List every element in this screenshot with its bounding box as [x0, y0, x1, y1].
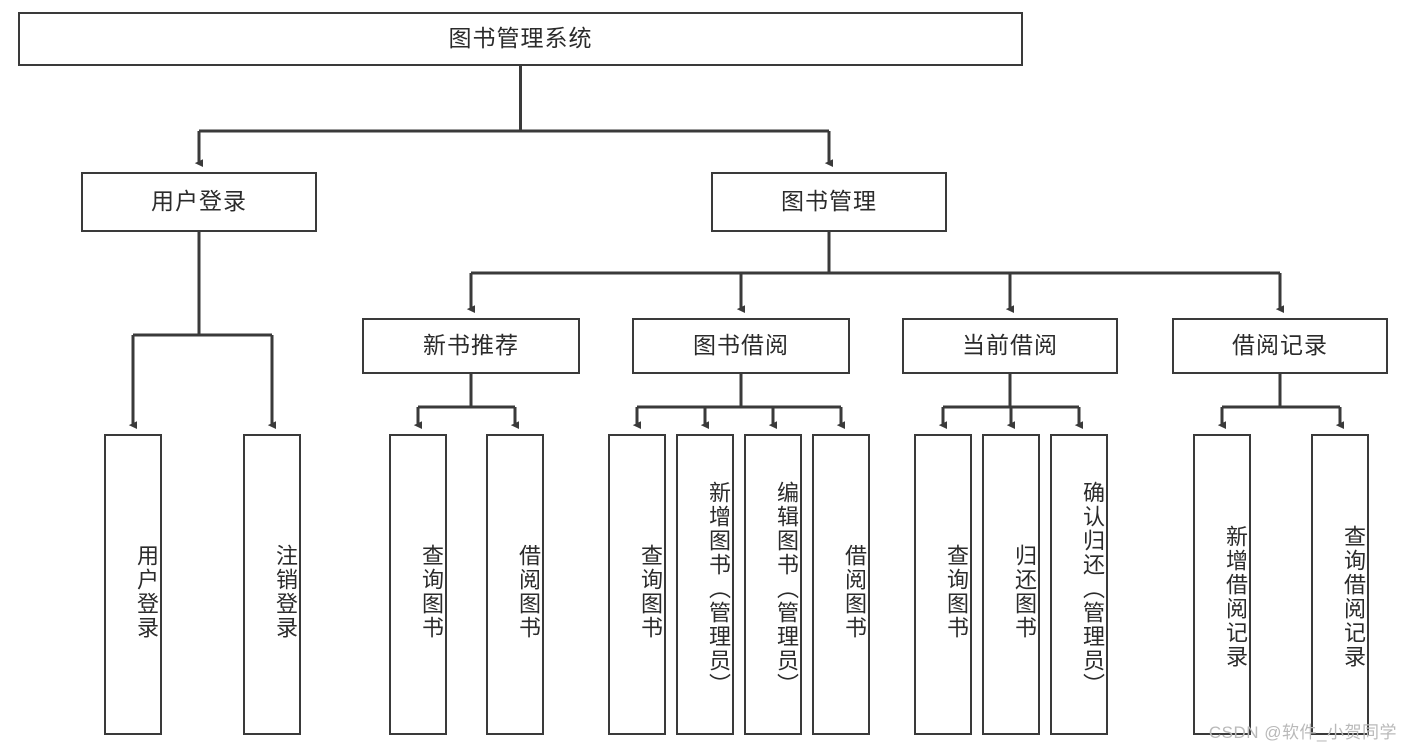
- node-user-login[interactable]: 用户登录: [81, 172, 317, 232]
- node-leaf-return-book-label: 归还图书: [1012, 543, 1037, 640]
- node-leaf-return-book[interactable]: 归还图书: [982, 434, 1040, 735]
- node-book-borrow[interactable]: 图书借阅: [632, 318, 850, 374]
- node-book-borrow-label: 图书借阅: [693, 332, 789, 359]
- watermark-text: CSDN @软件_小贺同学: [1208, 723, 1397, 742]
- node-leaf-add-book[interactable]: 新增图书（管理员）: [676, 434, 734, 735]
- node-leaf-query-record[interactable]: 查询借阅记录: [1311, 434, 1369, 735]
- node-new-book-rec-label: 新书推荐: [423, 332, 519, 359]
- node-leaf-add-book-label: 新增图书（管理员）: [706, 480, 731, 697]
- node-book-manage[interactable]: 图书管理: [711, 172, 947, 232]
- node-leaf-query-book-cur[interactable]: 查询图书: [914, 434, 972, 735]
- node-leaf-user-login[interactable]: 用户登录: [104, 434, 162, 735]
- node-leaf-borrow-book[interactable]: 借阅图书: [812, 434, 870, 735]
- node-leaf-add-record[interactable]: 新增借阅记录: [1193, 434, 1251, 735]
- node-leaf-user-logout[interactable]: 注销登录: [243, 434, 301, 735]
- node-borrow-record[interactable]: 借阅记录: [1172, 318, 1388, 374]
- node-leaf-borrow-book-label: 借阅图书: [842, 543, 867, 640]
- node-user-login-label: 用户登录: [151, 188, 247, 215]
- node-leaf-confirm-return[interactable]: 确认归还（管理员）: [1050, 434, 1108, 735]
- node-leaf-query-book-rec-label: 查询图书: [419, 543, 444, 640]
- node-leaf-query-book-rec[interactable]: 查询图书: [389, 434, 447, 735]
- node-root-label: 图书管理系统: [448, 25, 593, 52]
- node-leaf-query-book-borrow[interactable]: 查询图书: [608, 434, 666, 735]
- node-new-book-rec[interactable]: 新书推荐: [362, 318, 580, 374]
- node-current-borrow-label: 当前借阅: [962, 332, 1058, 359]
- node-leaf-user-login-label: 用户登录: [134, 543, 159, 640]
- node-leaf-user-logout-label: 注销登录: [273, 543, 298, 640]
- node-leaf-query-book-cur-label: 查询图书: [944, 543, 969, 640]
- node-book-manage-label: 图书管理: [781, 188, 877, 215]
- node-leaf-borrow-book-rec-label: 借阅图书: [516, 543, 541, 640]
- node-root[interactable]: 图书管理系统: [18, 12, 1023, 66]
- node-leaf-borrow-book-rec[interactable]: 借阅图书: [486, 434, 544, 735]
- node-borrow-record-label: 借阅记录: [1232, 332, 1328, 359]
- node-leaf-edit-book-label: 编辑图书（管理员）: [774, 480, 799, 697]
- node-leaf-confirm-return-label: 确认归还（管理员）: [1080, 480, 1105, 697]
- node-current-borrow[interactable]: 当前借阅: [902, 318, 1118, 374]
- node-leaf-edit-book[interactable]: 编辑图书（管理员）: [744, 434, 802, 735]
- node-leaf-query-book-borrow-label: 查询图书: [638, 543, 663, 640]
- node-leaf-add-record-label: 新增借阅记录: [1223, 524, 1248, 669]
- node-leaf-query-record-label: 查询借阅记录: [1341, 524, 1366, 669]
